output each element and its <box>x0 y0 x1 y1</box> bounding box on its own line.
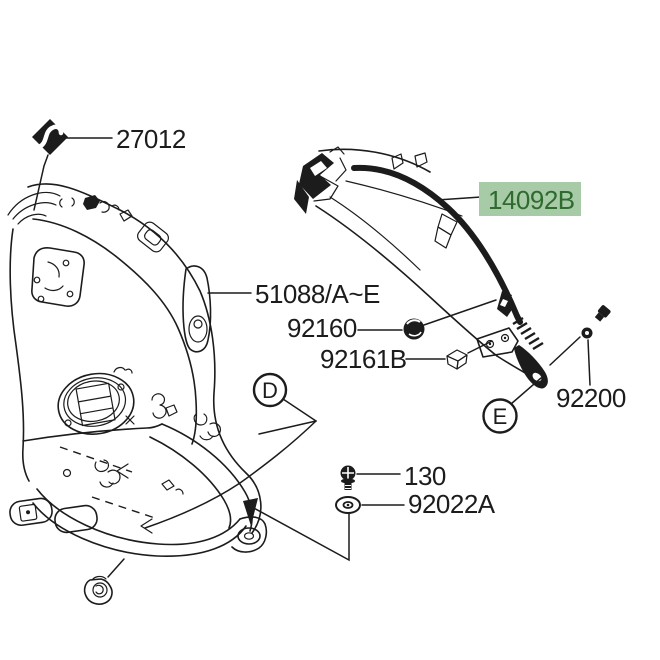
pad-block-icon <box>446 349 468 370</box>
part-label-27012[interactable]: 27012 <box>116 124 186 154</box>
band-diamond-icon <box>32 119 68 155</box>
part-label-14092B[interactable]: 14092B <box>488 185 575 215</box>
ref-circle-d: D <box>252 372 288 408</box>
part-label-130[interactable]: 130 <box>404 461 446 491</box>
leader-lines <box>33 137 591 562</box>
part-label-92022A[interactable]: 92022A <box>408 489 496 519</box>
ref-letter-e: E <box>493 404 508 429</box>
part-label-92161B[interactable]: 92161B <box>320 344 407 374</box>
plain-washer-icon <box>335 496 361 514</box>
part-label-51088[interactable]: 51088/A~E <box>255 279 381 309</box>
highlight-box <box>479 182 581 216</box>
tank-cover-drawing <box>294 146 548 389</box>
part-label-92200[interactable]: 92200 <box>556 383 626 413</box>
fuel-tank-drawing <box>7 183 268 605</box>
ref-letter-d: D <box>262 378 278 403</box>
flanged-bolt-icon <box>340 465 356 490</box>
ref-circle-e: E <box>482 398 518 434</box>
tank-damper-knob <box>83 558 125 605</box>
part-label-92160[interactable]: 92160 <box>287 313 357 343</box>
grommet-icon <box>403 318 425 340</box>
washer-screw-icon <box>581 305 611 339</box>
